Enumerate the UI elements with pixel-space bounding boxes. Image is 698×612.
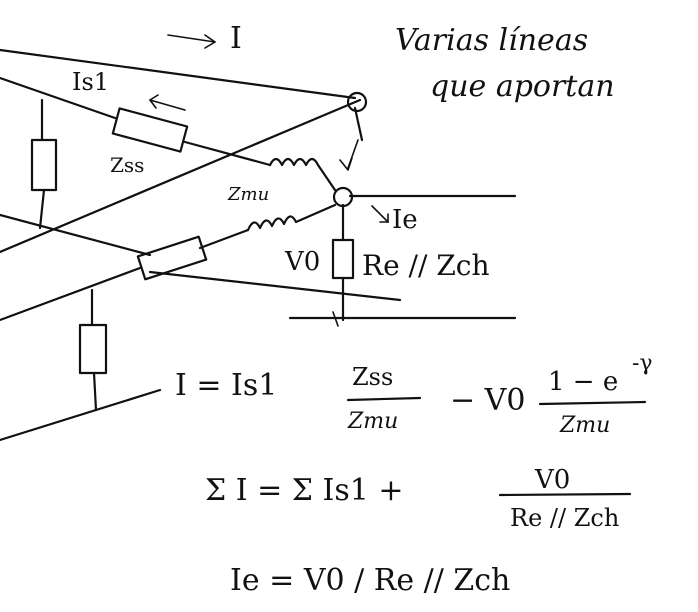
mutual-coil-lower [246, 203, 337, 232]
load-impedance [331, 238, 355, 280]
eq1-frac2-num: 1 − e [548, 367, 618, 397]
load-label: Re // Zch [362, 249, 490, 282]
eq1-frac1-bar [346, 396, 422, 402]
eq2-frac-num: V0 [534, 465, 570, 495]
ie-arrow [371, 205, 389, 223]
equation-1: I = Is1 Zss Zmu − V0 1 − e -γ Zmu [175, 351, 653, 438]
upper-diagonal-line [0, 98, 362, 254]
line-conductors [0, 48, 517, 442]
shunt-impedance-left [30, 98, 58, 230]
eq2-frac-bar [498, 492, 632, 497]
eq1-frac2-bar [538, 400, 647, 406]
bottom-sloped-line [0, 388, 162, 442]
zmu-label: Zmu [227, 184, 269, 205]
v0-label: V0 [284, 247, 320, 277]
equation-3: Ie = V0 / Re // Zch [230, 563, 510, 598]
eq1-minus: − V0 [450, 383, 525, 418]
ie-label: Ie [392, 205, 418, 235]
lower-right-line [148, 270, 402, 302]
fault-node [332, 186, 354, 208]
shunt-impedance-bottom [78, 288, 108, 412]
ground-tick [332, 311, 339, 327]
is1-arrow [149, 94, 186, 111]
mutual-to-node-arrowhead [339, 157, 353, 171]
eq1-frac1-den: Zmu [347, 409, 398, 434]
eq2-lhs: Σ I = Σ Is1 + [205, 473, 404, 508]
equation-2: Σ I = Σ Is1 + V0 Re // Zch [205, 465, 632, 532]
zss-box-lower [136, 235, 208, 281]
is1-line [0, 76, 117, 120]
current-direction-arrow [167, 34, 216, 49]
eq1-lhs: I = Is1 [175, 368, 277, 403]
title-line-1: Varias líneas [395, 23, 588, 58]
eq1-frac1-num: Zss [352, 363, 393, 391]
lower-crossing-line-right [198, 228, 250, 250]
zss-box-upper [111, 107, 189, 153]
is1-label: Is1 [72, 68, 109, 96]
eq1-frac2-exp: -γ [632, 351, 653, 376]
title-line-2: que aportan [430, 69, 615, 104]
top-line [0, 48, 357, 100]
zss-label: Zss [110, 153, 144, 177]
bottom-left-line [0, 266, 142, 322]
eq1-frac2-den: Zmu [559, 413, 610, 438]
eq2-frac-den: Re // Zch [510, 504, 619, 532]
current-arrow-label: I [230, 21, 242, 56]
mutual-coil-upper [268, 157, 337, 192]
lower-crossing-line [0, 213, 152, 257]
top-node [346, 91, 368, 113]
is1-line-mid [183, 140, 272, 167]
top-to-right-node [353, 106, 364, 142]
